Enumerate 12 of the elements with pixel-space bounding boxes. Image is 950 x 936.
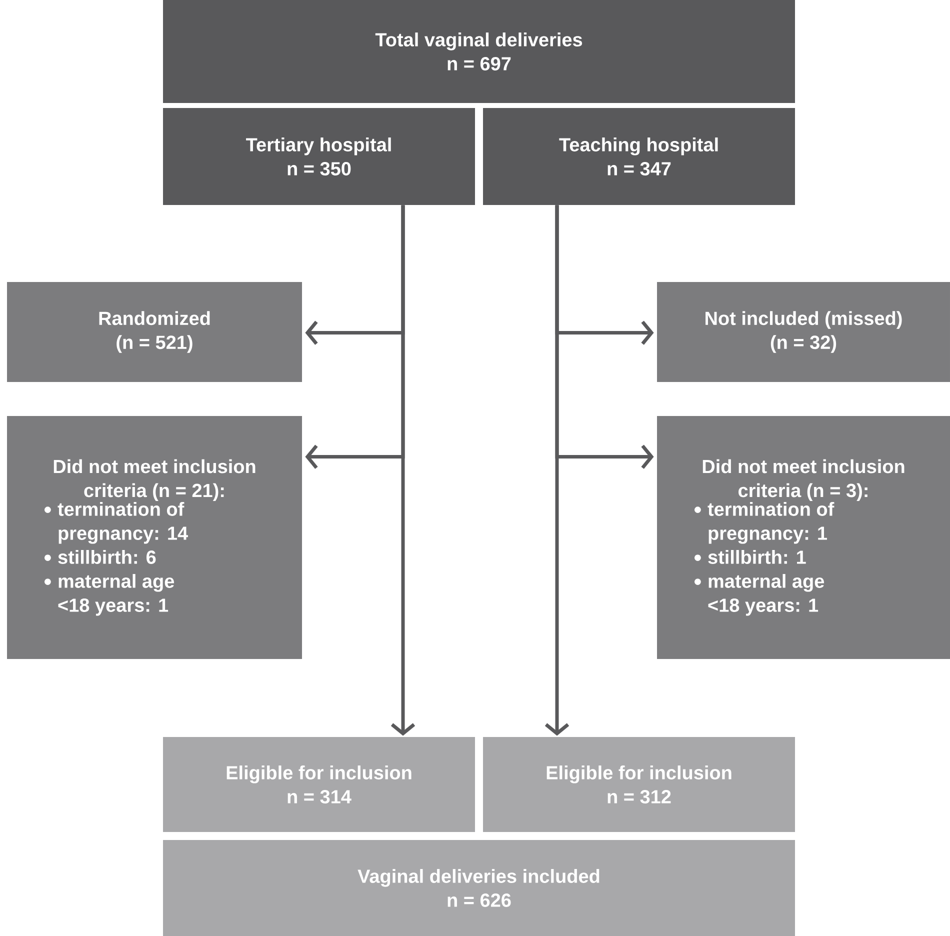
- flow-box: Teaching hospital n = 347: [483, 108, 795, 205]
- arrow: [390, 205, 416, 736]
- flow-box: Did not meet inclusion criteria (n = 3): termination of pregnancy: 1 stillbirth: 1 maternal age <18 years: 1: [657, 416, 950, 659]
- arrow: [544, 205, 570, 736]
- flow-box: Not included (missed) (n = 32): [657, 282, 950, 382]
- flow-box: Vaginal deliveries included n = 626: [163, 840, 795, 936]
- flow-box: Total vaginal deliveries n = 697: [163, 0, 795, 103]
- flow-box: Eligible for inclusion n = 312: [483, 737, 795, 832]
- flow-box: Eligible for inclusion n = 314: [163, 737, 475, 832]
- flow-box: Randomized (n = 521): [7, 282, 302, 382]
- flow-box: Tertiary hospital n = 350: [163, 108, 475, 205]
- flow-box: Did not meet inclusion criteria (n = 21): termination of pregnancy: 14 stillbirth: 6 maternal age <18 years: 1: [7, 416, 302, 659]
